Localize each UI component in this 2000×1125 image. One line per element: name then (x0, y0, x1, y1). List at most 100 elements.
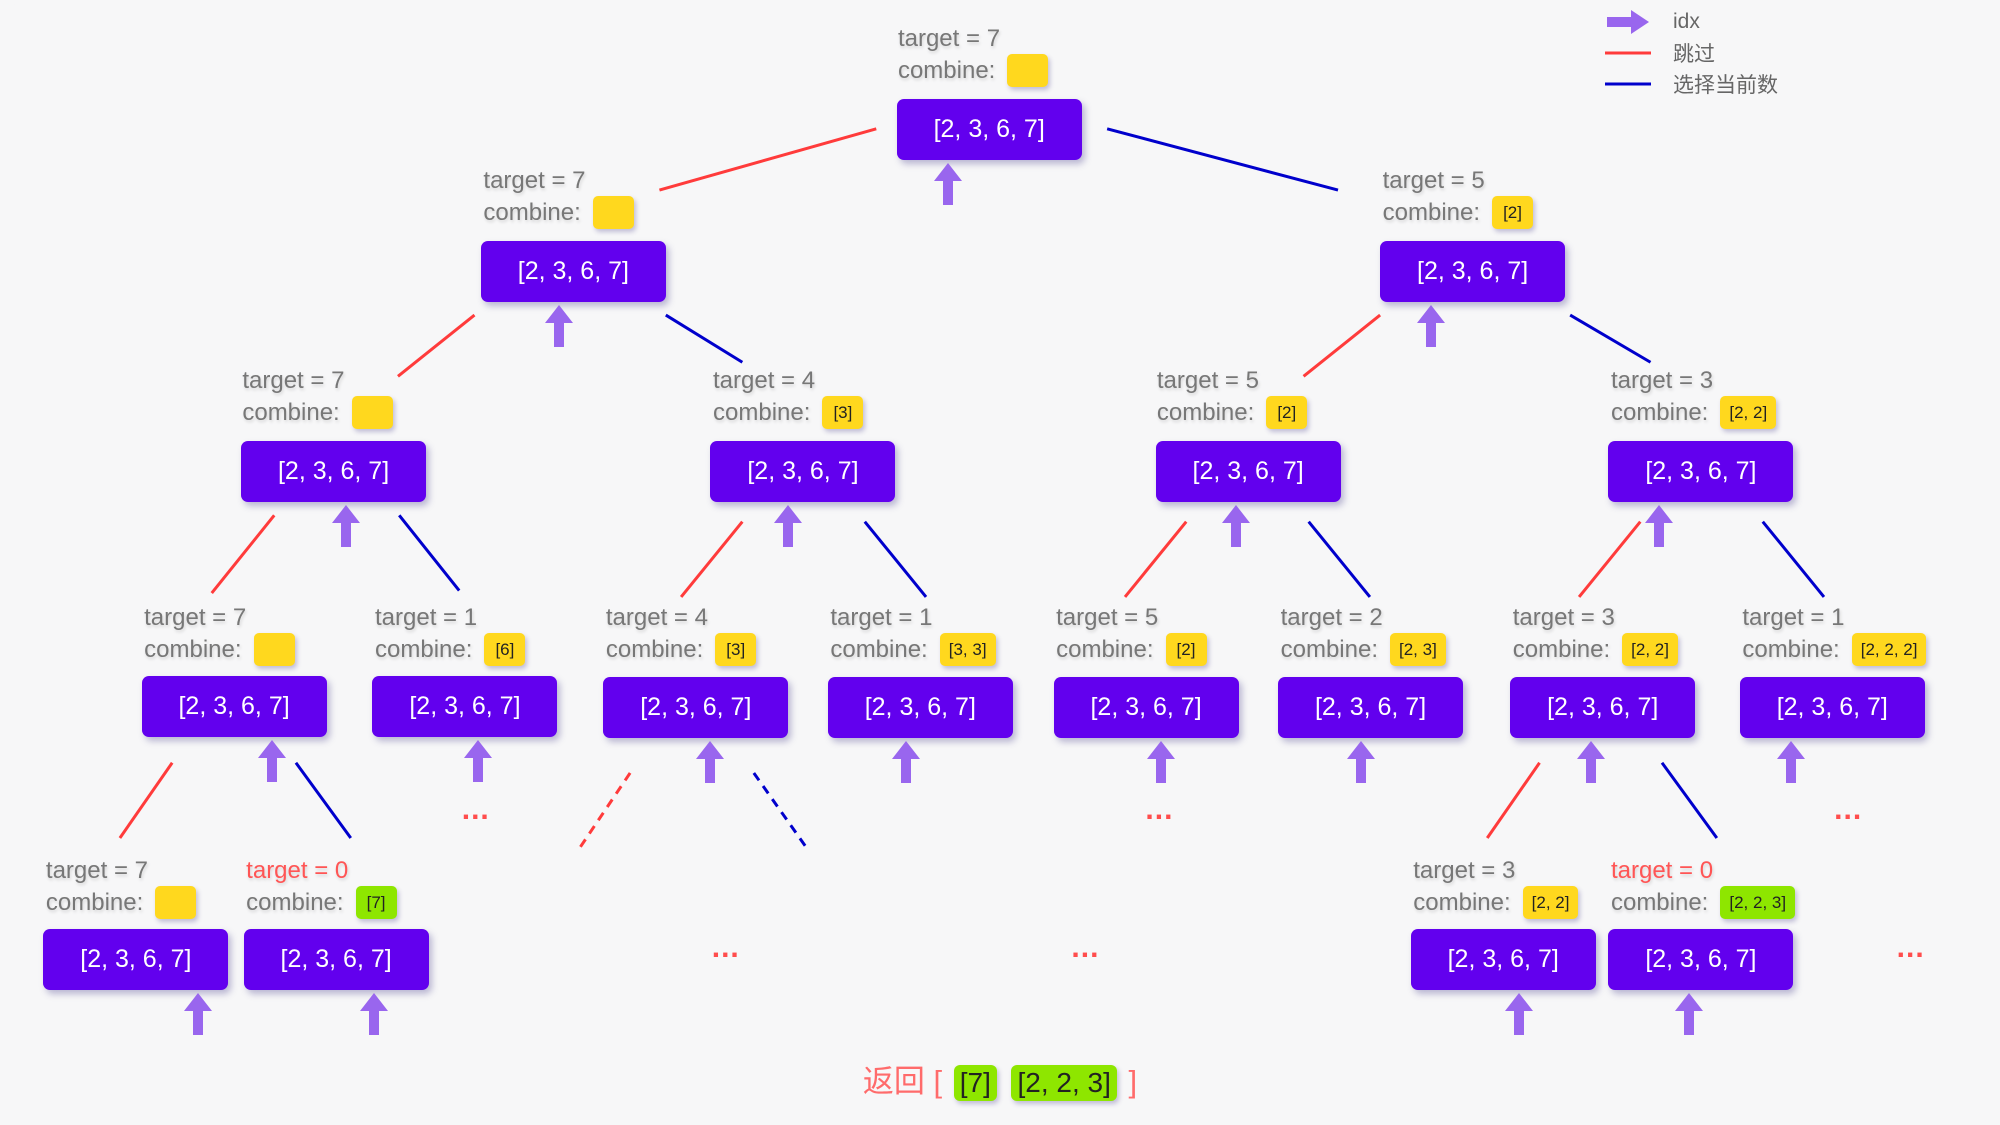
choose-edge (1761, 520, 1826, 598)
array-node: [2, 3, 6, 7] (603, 677, 789, 739)
target-prefix: target = (1056, 604, 1145, 632)
target-row: target = 5 (1056, 602, 1206, 633)
combine-value: [6] (484, 633, 526, 667)
combine-row: combine:[2] (1056, 633, 1207, 667)
red-line-icon (1605, 50, 1655, 56)
target-prefix: target = (830, 604, 920, 632)
target-prefix: target = (1610, 856, 1700, 884)
ellipsis: ... (711, 931, 740, 965)
choose-edge (1569, 313, 1652, 364)
target-prefix: target = (1413, 856, 1502, 884)
skip-edge (118, 761, 174, 839)
target-value: 1 (919, 604, 933, 632)
target-value: 0 (1699, 856, 1714, 884)
combine-label: combine: (45, 888, 144, 916)
idx-arrow-icon (359, 992, 388, 1035)
legend-label: 选择当前数 (1673, 73, 1778, 97)
combine-row: combine: (898, 53, 1049, 87)
array-node: [2, 3, 6, 7] (827, 677, 1013, 739)
target-value: 1 (1831, 604, 1845, 632)
combine-label: combine: (1280, 636, 1378, 664)
idx-arrow-icon (331, 505, 360, 548)
combine-label: combine: (246, 888, 344, 916)
ellipsis: ... (1145, 793, 1174, 827)
target-row: target = 0 (1611, 855, 1795, 886)
target-value: 4 (801, 366, 816, 394)
skip-edge (679, 520, 744, 598)
target-prefix: target = (483, 166, 573, 194)
combine-label: combine: (144, 636, 242, 664)
array-node: [2, 3, 6, 7] (43, 928, 229, 990)
target-row: target = 1 (830, 602, 995, 633)
array-node: [2, 3, 6, 7] (1510, 677, 1696, 739)
target-prefix: target = (1382, 166, 1472, 194)
combine-value: [2] (1266, 395, 1308, 429)
combine-value (351, 395, 393, 429)
target-value: 1 (463, 604, 478, 632)
combine-row: combine:[2, 2, 3] (1610, 885, 1796, 919)
target-prefix: target = (605, 604, 695, 632)
idx-arrow-icon (183, 992, 212, 1035)
array-node: [2, 3, 6, 7] (141, 676, 327, 738)
choose-edge (752, 772, 810, 852)
combine-value: [2] (1165, 633, 1207, 667)
legend: idx 跳过 选择当前数 (1605, 6, 1778, 99)
idx-arrow-icon (464, 740, 493, 783)
combine-label: combine: (713, 398, 811, 426)
ellipsis: ... (1896, 931, 1925, 965)
target-value: 3 (1501, 856, 1516, 884)
combine-row: combine:[2, 2] (1513, 633, 1678, 667)
combine-value: [2, 2] (1622, 633, 1678, 667)
blue-line-icon (1605, 81, 1655, 87)
array-node: [2, 3, 6, 7] (896, 99, 1082, 161)
array-node: [2, 3, 6, 7] (241, 441, 427, 503)
target-value: 3 (1601, 604, 1615, 632)
combine-value: [2, 2, 2] (1851, 633, 1927, 667)
array-node: [2, 3, 6, 7] (1053, 677, 1239, 739)
target-value: 7 (986, 24, 1001, 52)
combine-label: combine: (1413, 888, 1511, 916)
target-prefix: target = (144, 604, 233, 632)
combine-label: combine: (1610, 888, 1709, 916)
target-value: 7 (572, 166, 586, 194)
combine-value: [3] (822, 395, 864, 429)
target-row: target = 7 (898, 23, 1048, 54)
combine-label: combine: (1610, 398, 1709, 426)
skip-edge (210, 514, 276, 595)
idx-arrow-icon (257, 740, 286, 783)
combine-row: combine:[2, 3] (1280, 633, 1446, 667)
combine-label: combine: (375, 636, 473, 664)
skip-edge (1577, 520, 1642, 598)
result-prefix: 返回 (862, 1064, 925, 1099)
combine-row: combine:[7] (246, 885, 397, 919)
choose-edge (294, 761, 352, 839)
legend-label: 跳过 (1673, 42, 1715, 66)
target-row: target = 7 (483, 165, 633, 196)
target-row: target = 4 (713, 365, 863, 396)
array-node: [2, 3, 6, 7] (1608, 928, 1794, 990)
target-value: 7 (331, 366, 345, 394)
idx-arrow-icon (696, 741, 725, 784)
combine-value: [3] (715, 633, 757, 667)
target-prefix: target = (1610, 366, 1700, 394)
target-value: 5 (1471, 166, 1485, 194)
idx-arrow-icon (1146, 741, 1175, 784)
target-row: target = 4 (606, 602, 756, 633)
combine-label: combine: (483, 198, 581, 226)
target-value: 3 (1699, 366, 1714, 394)
idx-arrow-icon (891, 741, 920, 784)
target-prefix: target = (45, 856, 135, 884)
target-row: target = 5 (1383, 165, 1533, 196)
result-line: 返回 [ [7] [2, 2, 3] ] (0, 1056, 2000, 1101)
combine-row: combine: (242, 395, 393, 429)
combine-label: combine: (242, 398, 340, 426)
target-row: target = 2 (1281, 602, 1446, 633)
